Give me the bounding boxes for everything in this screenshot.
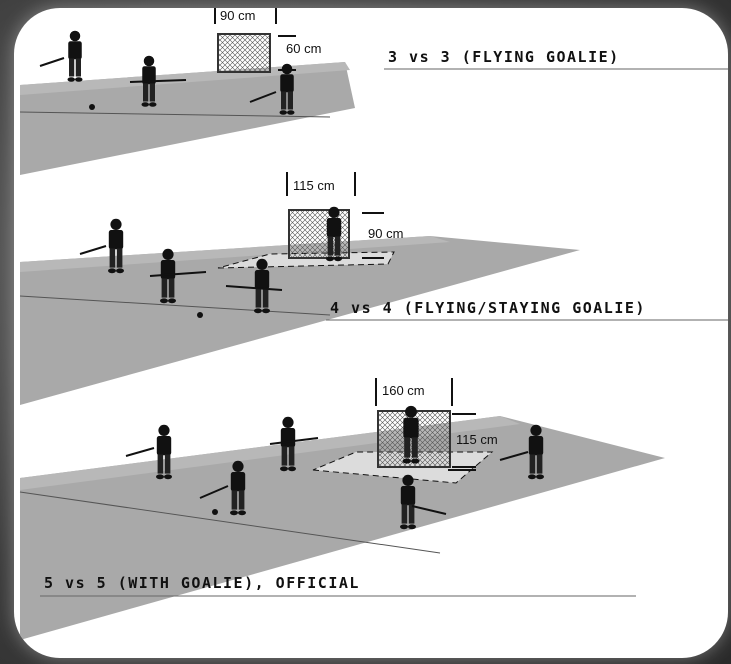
diagram-card: 90 cm 60 cm 3 vs 3 (FLYING GOALIE) 115 c… xyxy=(14,8,728,658)
goal-height-5vs5: 115 cm xyxy=(456,432,498,447)
goal-width-4vs4: 115 cm xyxy=(293,178,335,193)
heading-5vs5: 5 vs 5 (WITH GOALIE), OFFICIAL xyxy=(44,574,360,592)
goal-height-4vs4: 90 cm xyxy=(368,226,403,241)
goal-3vs3 xyxy=(218,34,270,72)
ball xyxy=(212,509,218,515)
field-5vs5 xyxy=(20,416,665,640)
section-4vs4: 115 cm 90 cm 4 vs 4 (FLYING/STAYING GOAL… xyxy=(20,172,728,405)
player xyxy=(68,31,83,82)
section-3vs3: 90 cm 60 cm 3 vs 3 (FLYING GOALIE) xyxy=(20,8,728,175)
heading-3vs3: 3 vs 3 (FLYING GOALIE) xyxy=(388,48,620,66)
section-5vs5: 160 cm 115 cm 5 vs 5 (WITH GOALIE), OFFI… xyxy=(20,378,665,640)
goal-height-3vs3: 60 cm xyxy=(286,41,321,56)
goal-width-5vs5: 160 cm xyxy=(382,383,425,398)
heading-4vs4: 4 vs 4 (FLYING/STAYING GOALIE) xyxy=(330,299,646,317)
formats-diagram: 90 cm 60 cm 3 vs 3 (FLYING GOALIE) 115 c… xyxy=(14,8,728,658)
ball xyxy=(89,104,95,110)
goal-width-3vs3: 90 cm xyxy=(220,8,255,23)
ball xyxy=(197,312,203,318)
